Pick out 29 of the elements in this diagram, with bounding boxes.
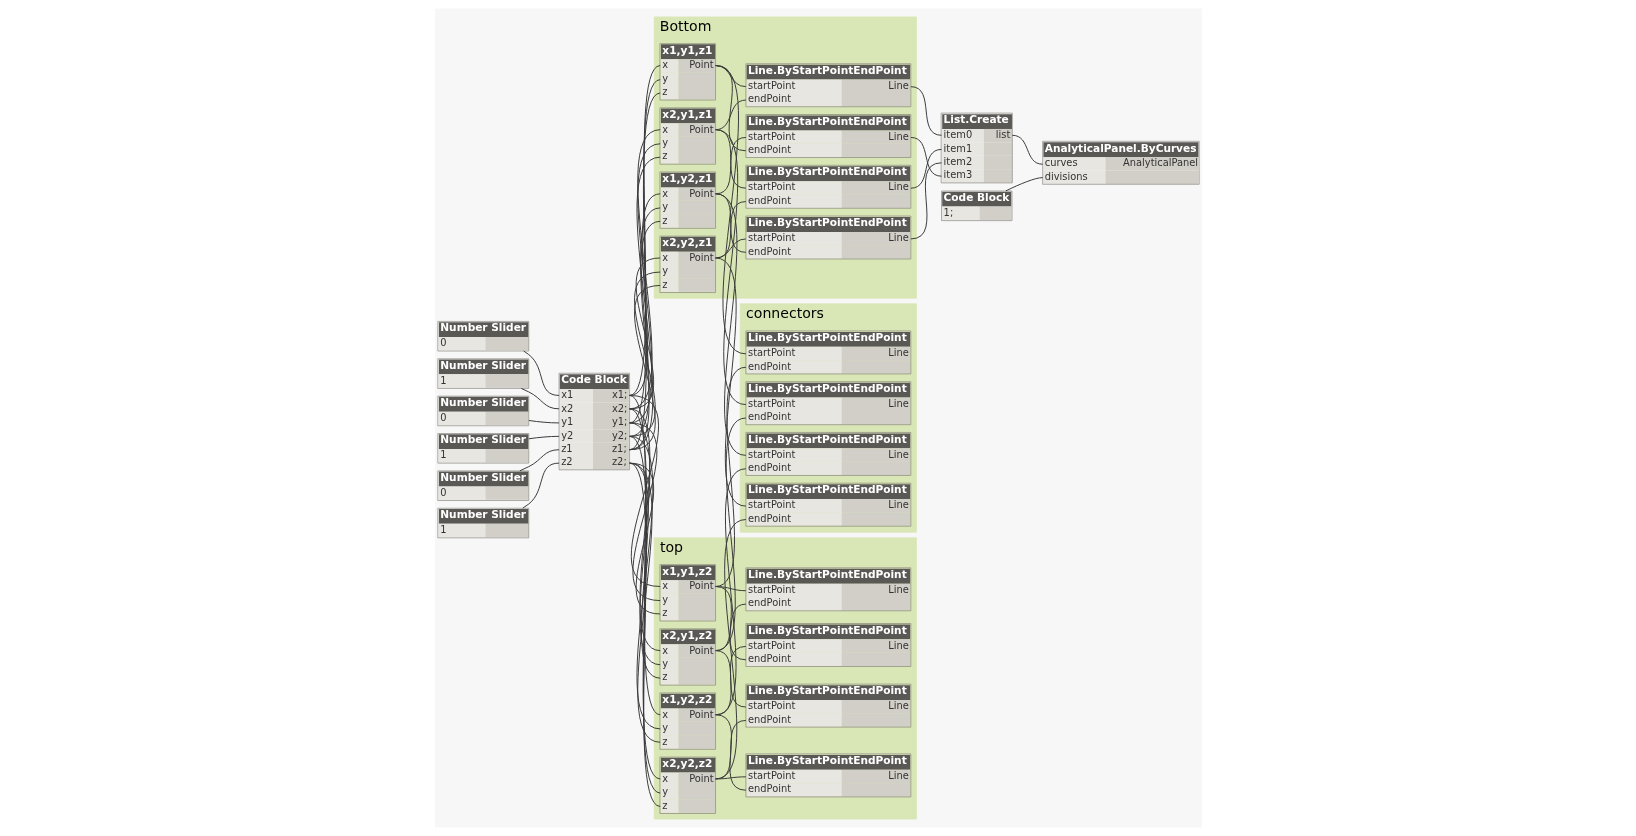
connector: [518, 449, 560, 472]
connector: [628, 422, 661, 602]
connector: [714, 238, 746, 259]
connector: [1004, 177, 1043, 192]
connector: [714, 366, 746, 587]
connector: [714, 257, 746, 507]
connector: [714, 714, 746, 791]
connector: [714, 650, 746, 708]
connector: [714, 201, 746, 259]
connector: [909, 148, 942, 189]
connector: [628, 394, 661, 587]
connector: [527, 420, 560, 424]
connector: [520, 387, 560, 410]
connector: [714, 129, 746, 406]
connector: [909, 136, 942, 177]
connector: [522, 350, 560, 396]
connector: [714, 65, 746, 355]
connector: [628, 394, 661, 716]
connector: [714, 193, 746, 456]
connector: [1011, 134, 1043, 165]
connector: [714, 519, 746, 780]
connector: [521, 462, 560, 509]
connector: [714, 468, 746, 716]
connector: [714, 776, 746, 780]
connector: [527, 435, 560, 440]
connector: [909, 162, 942, 240]
connector: [714, 417, 746, 652]
connector: [714, 719, 746, 780]
connector: [909, 86, 942, 136]
